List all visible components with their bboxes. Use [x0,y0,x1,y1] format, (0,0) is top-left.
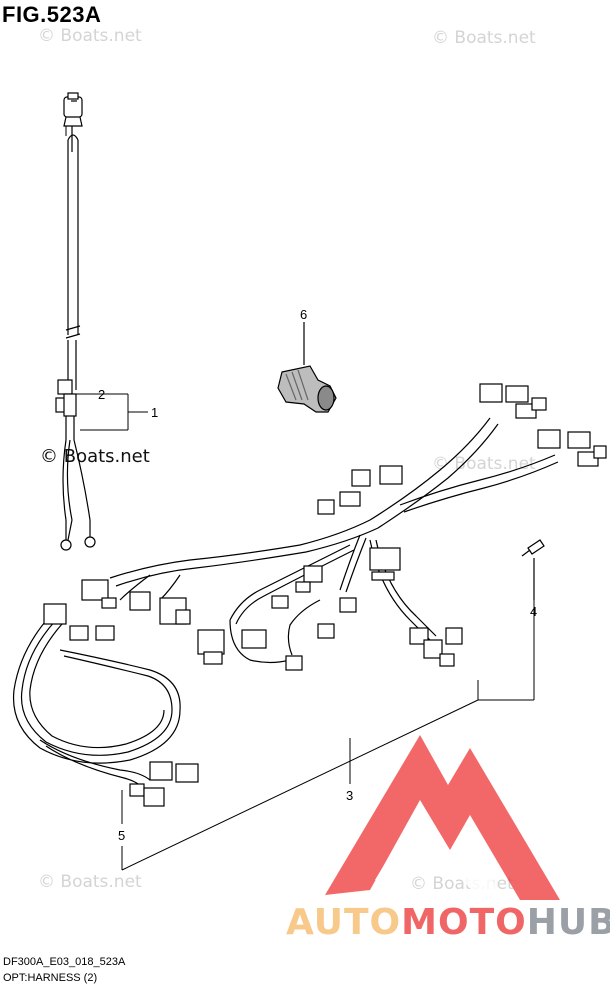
callout-6: 6 [300,307,308,322]
screw-part [521,539,545,600]
leader-lines-3 [121,600,535,871]
leader-lines-1-2 [76,393,148,431]
watermark-top-right: © Boats.net [432,28,536,48]
watermark-top-left: © Boats.net [38,26,142,46]
brand-part-moto: MOTO [401,902,527,943]
callout-3: 3 [346,788,354,803]
loop-harness [12,603,199,807]
brand-logo-mark [325,735,560,900]
figure-caption: OPT:HARNESS (2) [3,972,98,984]
figure-title: FIG.523A [2,2,102,27]
brand-part-hub: HUB [526,902,610,943]
model-code: DF300A_E03_018_523A [3,956,126,968]
callout-5: 5 [118,828,126,843]
grommet-part [277,322,337,413]
callout-4: 4 [530,604,538,619]
callout-1: 1 [151,405,159,420]
watermark-bottom-left: © Boats.net [38,872,142,892]
brand-part-auto: AUTO [286,902,402,943]
harness-connectors [81,383,607,671]
brand-wordmark: AUTOMOTOHUB [286,902,610,943]
callout-2: 2 [98,387,106,402]
battery-cable-assembly [55,92,96,551]
